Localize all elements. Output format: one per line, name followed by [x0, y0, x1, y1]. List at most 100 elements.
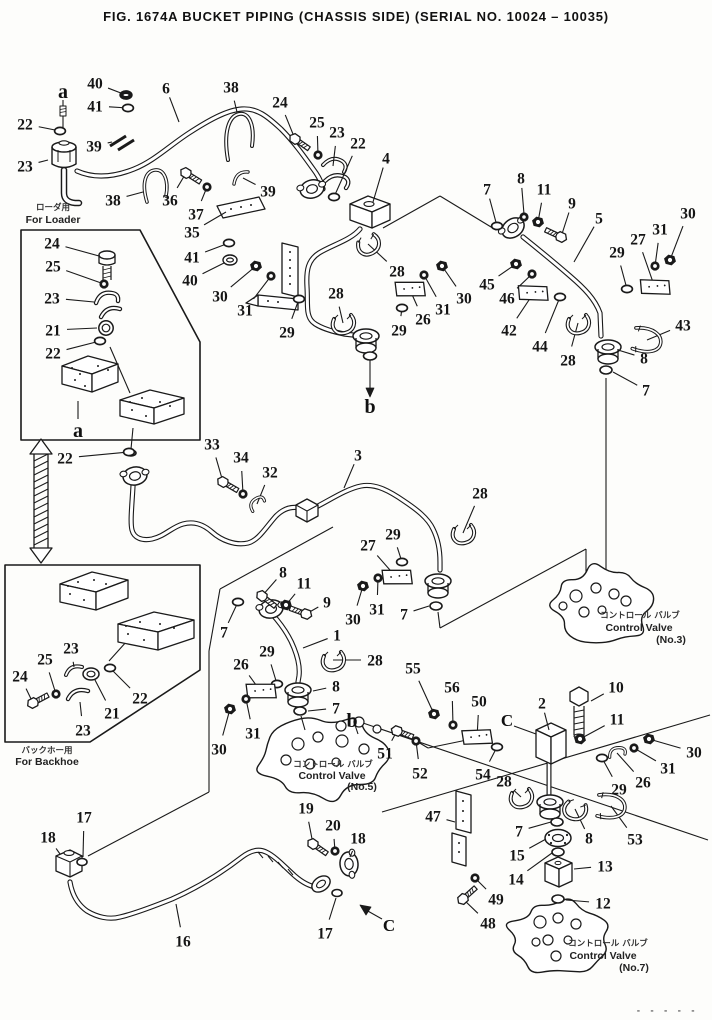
callout-24: 24 — [44, 236, 60, 253]
callout-30: 30 — [680, 206, 696, 223]
control-valve-3-caption-en: Control Valve — [605, 622, 672, 634]
washer — [414, 739, 418, 743]
part-glyph-uhose — [562, 799, 589, 822]
control-valve-7-drawing — [505, 898, 609, 974]
valve-stub — [300, 715, 306, 731]
leader-line — [107, 141, 113, 144]
callout-2: 2 — [538, 696, 546, 713]
texture-dot — [269, 688, 272, 691]
control-valve-3-number: (No.3) — [656, 634, 686, 646]
section-arrow — [29, 438, 53, 564]
texture-dot — [289, 251, 291, 253]
bolt-thread — [226, 483, 232, 488]
oring — [395, 303, 409, 313]
banjo-elbow — [305, 184, 319, 194]
texture-dot — [159, 623, 161, 625]
part-glyph-ring — [553, 292, 567, 302]
callout-17: 17 — [76, 810, 92, 827]
callout-29: 29 — [391, 323, 407, 340]
callout-31: 31 — [369, 602, 385, 619]
view-marker-C: C — [501, 711, 513, 730]
texture-dot — [565, 833, 569, 837]
bolt-thread — [466, 891, 470, 897]
nut — [253, 263, 259, 269]
bolt-head — [299, 608, 313, 620]
pipe-3 — [314, 483, 442, 572]
texture-dot — [289, 267, 291, 269]
oring — [103, 663, 117, 673]
hose-clamp — [357, 233, 380, 256]
pipe-3 — [129, 484, 302, 546]
oring — [121, 103, 135, 113]
washer — [632, 746, 636, 750]
valve-port — [563, 935, 573, 945]
u-bolt — [635, 346, 637, 353]
part-glyph-bolt — [288, 605, 313, 620]
oring — [76, 857, 88, 867]
u-bolt — [599, 813, 602, 820]
leader-line — [79, 701, 83, 717]
texture-dot — [656, 285, 659, 287]
texture-dot — [289, 259, 291, 261]
washer — [653, 264, 657, 268]
leader-line — [65, 298, 95, 303]
oring — [551, 847, 565, 857]
callout-15: 15 — [509, 848, 525, 865]
texture-dot — [462, 810, 464, 812]
arrow-hatch — [33, 509, 49, 518]
arrowhead — [365, 387, 375, 398]
leader-line — [418, 680, 435, 715]
leader-line — [332, 145, 336, 167]
valve-port — [550, 950, 562, 962]
texture-dot — [458, 842, 460, 844]
section-line — [219, 526, 334, 590]
callout-56: 56 — [444, 680, 460, 697]
part-glyph-nut — [643, 733, 655, 745]
callout-55: 55 — [405, 661, 421, 678]
plate — [394, 281, 426, 297]
bolt-thread — [318, 848, 324, 852]
part-glyph-ring — [122, 447, 136, 457]
valve-port — [280, 754, 292, 766]
control-valve-5-caption-en: Control Valve — [298, 770, 365, 782]
texture-dot — [141, 397, 143, 399]
callout-39: 39 — [86, 139, 102, 156]
bolt-thread — [192, 176, 197, 181]
callout-22: 22 — [132, 691, 148, 708]
callout-37: 37 — [188, 207, 204, 224]
leader-line — [233, 100, 238, 113]
hose-clamp — [451, 524, 476, 545]
bolt-24 — [102, 267, 112, 271]
bolt-thread — [471, 887, 474, 893]
part-glyph-plate — [381, 569, 413, 585]
block-4 — [371, 203, 391, 229]
texture-dot — [77, 581, 79, 583]
callout-30: 30 — [211, 742, 227, 759]
oring — [93, 336, 107, 346]
nut — [513, 261, 519, 267]
leader-line — [527, 852, 553, 872]
leader-line — [82, 830, 85, 858]
pipe-16 — [68, 848, 318, 920]
washer — [241, 492, 245, 496]
oring — [599, 365, 613, 375]
bolt-thread — [552, 232, 557, 237]
flange-8 — [359, 332, 373, 340]
pipe-1 — [270, 612, 301, 684]
washer — [473, 876, 477, 880]
socket-bolt-8 — [522, 215, 526, 219]
part-glyph-grommet — [119, 90, 133, 100]
banjo-fitting-18 — [348, 870, 356, 879]
nut — [535, 219, 541, 225]
callout-43: 43 — [675, 318, 691, 335]
washer — [333, 849, 337, 853]
bolt-head — [289, 132, 301, 146]
part-glyph-nut — [574, 733, 586, 745]
callout-47: 47 — [425, 809, 441, 826]
section-line — [381, 714, 711, 813]
valve-port — [620, 595, 632, 607]
callout-11: 11 — [537, 182, 552, 199]
part-glyph-bolt — [289, 132, 311, 152]
bolt-thread — [269, 602, 275, 606]
leader-line — [367, 243, 388, 262]
